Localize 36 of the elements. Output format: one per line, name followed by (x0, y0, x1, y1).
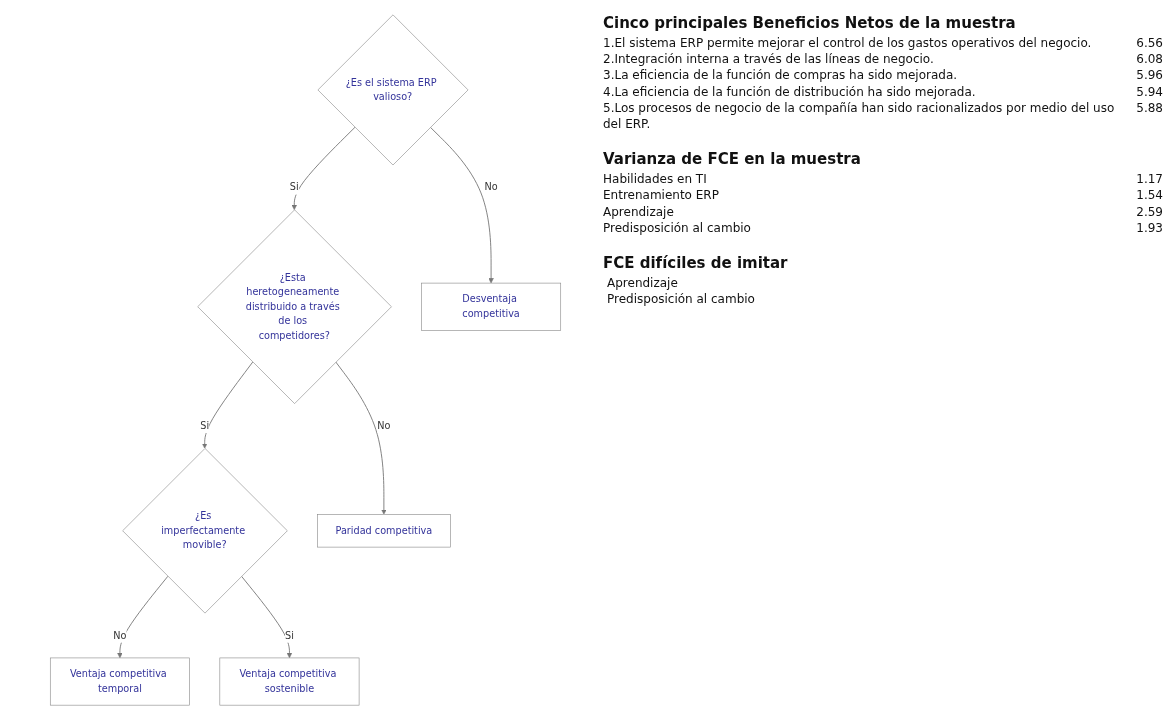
edge-label: No (484, 181, 498, 193)
item-text: Habilidades en TI (603, 171, 707, 188)
node-box: Ventaja competitiva sostenible (219, 657, 360, 706)
item-text: 3.La eficiencia de la función de compras ha sido mejorada. (603, 67, 958, 84)
node-box: Desventaja competitiva (421, 282, 562, 331)
score-value: 6.56 (1136, 35, 1163, 52)
score-value: 5.94 (1136, 83, 1163, 100)
item-text: 2.Integración interna a través de las líneas de negocio. (603, 51, 934, 68)
node-diamond: ¿Esta heretogeneamente distribuido a través de los competidores? (197, 209, 392, 404)
score-value: 1.93 (1136, 219, 1163, 236)
edge-label: No (113, 629, 127, 641)
node-diamond: ¿Es el sistema ERP valioso? (317, 14, 469, 166)
panel-heading: FCE difíciles de imitar (603, 253, 789, 272)
item-text: 1.El sistema ERP permite mejorar el control de los gastos operativos del negocio. (603, 35, 1092, 52)
item-text: 4.La eficiencia de la función de distribución ha sido mejorada. (603, 83, 976, 100)
item-text: Entrenamiento ERP (603, 187, 719, 204)
score-value: 1.54 (1136, 187, 1163, 204)
score-value: 5.96 (1136, 67, 1163, 84)
item-text: Aprendizaje (603, 203, 674, 220)
score-value: 1.17 (1136, 171, 1163, 188)
node-box: Ventaja competitiva temporal (49, 657, 190, 706)
item-text: 5.Los procesos de negocio de la compañía han sido racionalizados por medio del uso del ERP. (603, 99, 1116, 133)
edge-label: Si (289, 181, 299, 193)
edge-label: Si (200, 419, 210, 432)
item-text: Predisposición al cambio (603, 219, 751, 236)
panel-heading: Varianza de FCE en la muestra (603, 150, 862, 169)
node-diamond: ¿Es imperfectamente movible? (122, 448, 288, 614)
item-text: Predisposición al cambio (606, 291, 756, 308)
score-value: 5.88 (1136, 99, 1163, 117)
panel-heading: Cinco principales Beneficios Netos de la muestra (603, 14, 1017, 32)
score-value: 2.59 (1136, 203, 1163, 220)
edge-label: No (377, 419, 391, 432)
edge-label: Si (285, 629, 294, 641)
node-box: Paridad competitiva (317, 514, 451, 548)
item-text: Aprendizaje (606, 274, 679, 292)
score-value: 6.08 (1136, 51, 1163, 68)
